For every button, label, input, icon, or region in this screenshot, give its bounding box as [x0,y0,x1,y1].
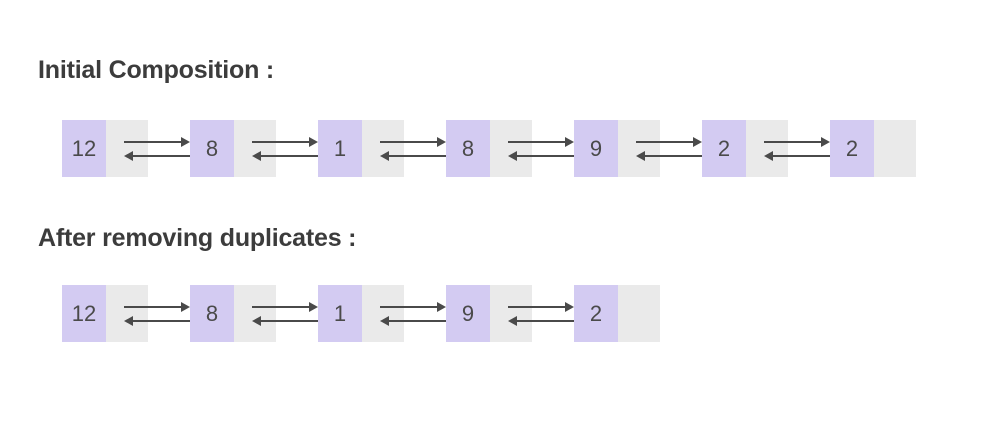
list-node: 12 [62,120,148,177]
node-value-cell: 12 [62,285,106,342]
node-value-cell: 12 [62,120,106,177]
list-node: 8 [190,120,276,177]
node-pointer-cell [234,120,276,177]
node-value-cell: 8 [446,120,490,177]
node-pointer-cell [362,285,404,342]
node-pointer-cell [490,120,532,177]
initial-composition-heading: Initial Composition : [38,56,275,84]
node-pointer-cell [234,285,276,342]
node-value-cell: 9 [574,120,618,177]
node-pointer-cell [746,120,788,177]
node-pointer-cell [874,120,916,177]
list-node: 2 [574,285,660,342]
after-removing-duplicates-heading: After removing duplicates : [38,224,357,252]
list-node: 2 [830,120,916,177]
node-value-cell: 1 [318,285,362,342]
node-value-cell: 2 [830,120,874,177]
node-value-cell: 9 [446,285,490,342]
node-value-cell: 2 [702,120,746,177]
node-pointer-cell [490,285,532,342]
list-node: 2 [702,120,788,177]
list-node: 12 [62,285,148,342]
list-node: 8 [446,120,532,177]
node-pointer-cell [362,120,404,177]
node-pointer-cell [618,120,660,177]
list-node: 9 [574,120,660,177]
node-value-cell: 1 [318,120,362,177]
node-value-cell: 8 [190,120,234,177]
list-node: 1 [318,285,404,342]
node-value-cell: 8 [190,285,234,342]
list-node: 8 [190,285,276,342]
node-pointer-cell [106,120,148,177]
node-pointer-cell [618,285,660,342]
list-node: 1 [318,120,404,177]
list-node: 9 [446,285,532,342]
node-value-cell: 2 [574,285,618,342]
node-pointer-cell [106,285,148,342]
